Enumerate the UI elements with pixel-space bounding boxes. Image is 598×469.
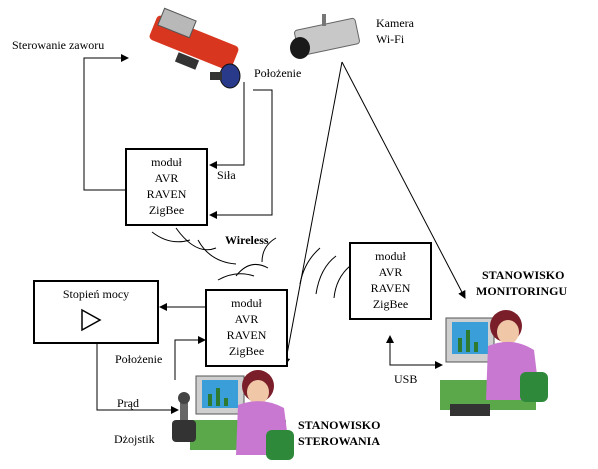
monitoring-station-label-line-2: MONITORINGU — [476, 284, 568, 298]
module-right-line-2: AVR — [378, 265, 403, 279]
control-station-label-line-2: STEROWANIA — [298, 434, 381, 448]
module-center-line-2: AVR — [234, 312, 259, 326]
module-center-line-1: moduł — [231, 296, 262, 310]
current-label: Prąd — [117, 396, 139, 410]
control-station-image — [172, 370, 294, 460]
power-stage-label: Stopień mocy — [62, 287, 130, 301]
wireless-waves — [151, 227, 351, 299]
position-top-label: Położenie — [254, 66, 302, 80]
valve-actuator-image — [149, 7, 241, 89]
module-center-line-3: RAVEN — [226, 328, 267, 342]
module-top: moduł AVR RAVEN ZigBee — [125, 148, 208, 226]
module-right: moduł AVR RAVEN ZigBee — [349, 242, 432, 320]
module-right-line-4: ZigBee — [372, 297, 409, 311]
camera-label-line-2: Wi-Fi — [376, 32, 405, 46]
position-bottom-label: Położenie — [115, 352, 163, 366]
module-right-line-3: RAVEN — [370, 281, 411, 295]
module-center: moduł AVR RAVEN ZigBee — [205, 289, 288, 367]
module-top-line-3: RAVEN — [146, 187, 187, 201]
joystick-label: Dżojstik — [114, 432, 155, 446]
force-label: Siła — [217, 168, 236, 182]
wireless-label: Wireless — [225, 233, 269, 247]
module-right-line-1: moduł — [375, 249, 406, 263]
monitoring-station-label-line-1: STANOWISKO — [482, 268, 565, 282]
monitoring-station-image — [440, 310, 548, 416]
wifi-camera-image — [290, 14, 360, 59]
camera-label-line-1: Kamera — [376, 16, 414, 30]
module-center-line-4: ZigBee — [228, 344, 265, 358]
module-top-line-1: moduł — [151, 155, 182, 169]
power-stage-box: Stopień mocy — [33, 280, 159, 344]
module-top-line-4: ZigBee — [148, 203, 185, 217]
module-top-line-2: AVR — [154, 171, 179, 185]
valve-control-label: Sterowanie zaworu — [12, 38, 105, 52]
control-station-label-line-1: STANOWISKO — [298, 418, 381, 432]
amplifier-symbol — [81, 308, 102, 332]
usb-label: USB — [394, 372, 418, 386]
